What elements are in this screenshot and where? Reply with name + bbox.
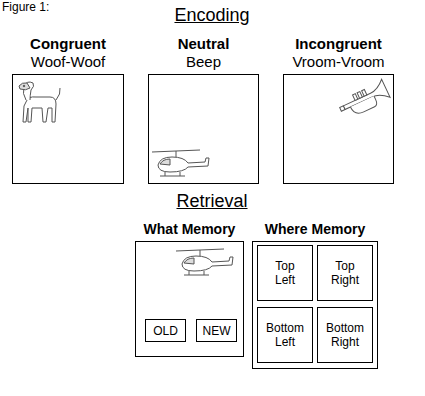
response-button: NEW xyxy=(196,319,237,342)
panel-heading: Where Memory xyxy=(265,220,365,238)
panel-heading: CongruentWoof-Woof xyxy=(30,35,106,71)
button-label: Bottom Left xyxy=(266,321,304,349)
figure-label: Figure 1: xyxy=(2,0,49,14)
condition-heading: Incongruent xyxy=(292,35,384,53)
condition-heading: Where Memory xyxy=(265,220,365,238)
trumpet-drawing xyxy=(336,79,391,120)
panel-heading: What Memory xyxy=(144,220,236,238)
condition-heading: Neutral xyxy=(178,35,230,53)
where-memory-panel: Where MemoryTop LeftTop RightBottom Left… xyxy=(252,241,378,369)
helicopter-drawing xyxy=(152,150,209,176)
button-label: Top Left xyxy=(275,259,295,287)
stimulus-panel: IncongruentVroom-Vroom xyxy=(283,74,394,184)
location-button: Bottom Left xyxy=(257,307,313,363)
what-memory-panel: What MemoryOLDNEW xyxy=(135,241,244,357)
panel-heading: IncongruentVroom-Vroom xyxy=(292,35,384,71)
button-label: NEW xyxy=(203,324,231,338)
stimulus-panel: NeutralBeep xyxy=(148,74,259,184)
helicopter-drawing xyxy=(176,249,233,275)
stimulus-panel: CongruentWoof-Woof xyxy=(12,74,124,184)
location-button: Top Left xyxy=(257,245,313,301)
sound-label: Woof-Woof xyxy=(30,53,106,71)
section-heading: Encoding xyxy=(174,5,249,26)
button-label: Top Right xyxy=(331,259,359,287)
location-button: Bottom Right xyxy=(317,307,373,363)
condition-heading: What Memory xyxy=(144,220,236,238)
dog-drawing xyxy=(19,82,60,122)
response-button: OLD xyxy=(145,319,186,342)
button-label: Bottom Right xyxy=(326,321,364,349)
sound-label: Beep xyxy=(178,53,230,71)
button-label: OLD xyxy=(153,324,178,338)
location-button: Top Right xyxy=(317,245,373,301)
condition-heading: Congruent xyxy=(30,35,106,53)
sound-label: Vroom-Vroom xyxy=(292,53,384,71)
section-heading: Retrieval xyxy=(176,191,247,212)
panel-heading: NeutralBeep xyxy=(178,35,230,71)
